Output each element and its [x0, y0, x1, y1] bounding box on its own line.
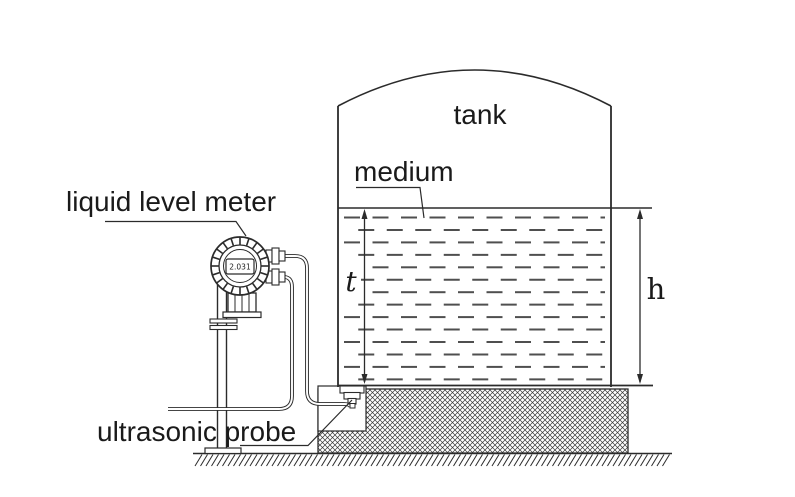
meter-leader-line	[105, 220, 247, 237]
signal-cable-core	[168, 276, 293, 410]
ground	[193, 452, 672, 467]
probe-cable-nub	[349, 403, 356, 409]
probe-label: ultrasonic probe	[97, 416, 296, 447]
dimension-t-arrow-bottom	[361, 374, 368, 384]
medium-leader-line	[356, 186, 425, 219]
meter-face-ring	[223, 249, 257, 283]
dimension-h-arrow-top	[637, 209, 643, 219]
pole-clamp-band-2	[209, 324, 238, 331]
level-meter-device: 2.031	[210, 236, 286, 319]
pole-base-plate	[204, 447, 242, 455]
liquid-dashes	[344, 216, 605, 381]
annotations: liquid level meter tank medium ultrasoni…	[66, 99, 507, 447]
dimension-h-label: h	[647, 272, 666, 306]
probe-leader-line	[240, 399, 353, 447]
gland-part	[278, 250, 286, 262]
dimension-t-label-bg	[340, 262, 361, 295]
meter-display-value: 2.031	[229, 263, 251, 272]
ground-hatch	[194, 454, 670, 467]
meter-bezel-teeth	[211, 237, 269, 295]
tank-structure	[337, 69, 653, 387]
meter-display	[225, 258, 255, 275]
tank-dome	[337, 69, 612, 107]
dimension-t: t	[340, 209, 368, 384]
foundation	[317, 385, 629, 454]
dimension-h-arrow-bottom	[637, 374, 643, 384]
meter-mount-flange	[222, 311, 262, 319]
meter-label: liquid level meter	[66, 186, 276, 217]
gland-part	[271, 247, 280, 265]
foundation-block	[317, 388, 629, 454]
gland-part	[271, 268, 280, 286]
pole-clamp-band-1	[209, 318, 238, 324]
medium-label: medium	[354, 156, 454, 187]
dimension-t-label: t	[345, 265, 357, 298]
dimension-h: h	[637, 209, 665, 384]
ultrasonic-probe-device	[339, 385, 365, 409]
tank-label: tank	[454, 99, 508, 130]
gland-part	[278, 271, 286, 283]
dimension-t-arrow-top	[361, 209, 368, 219]
